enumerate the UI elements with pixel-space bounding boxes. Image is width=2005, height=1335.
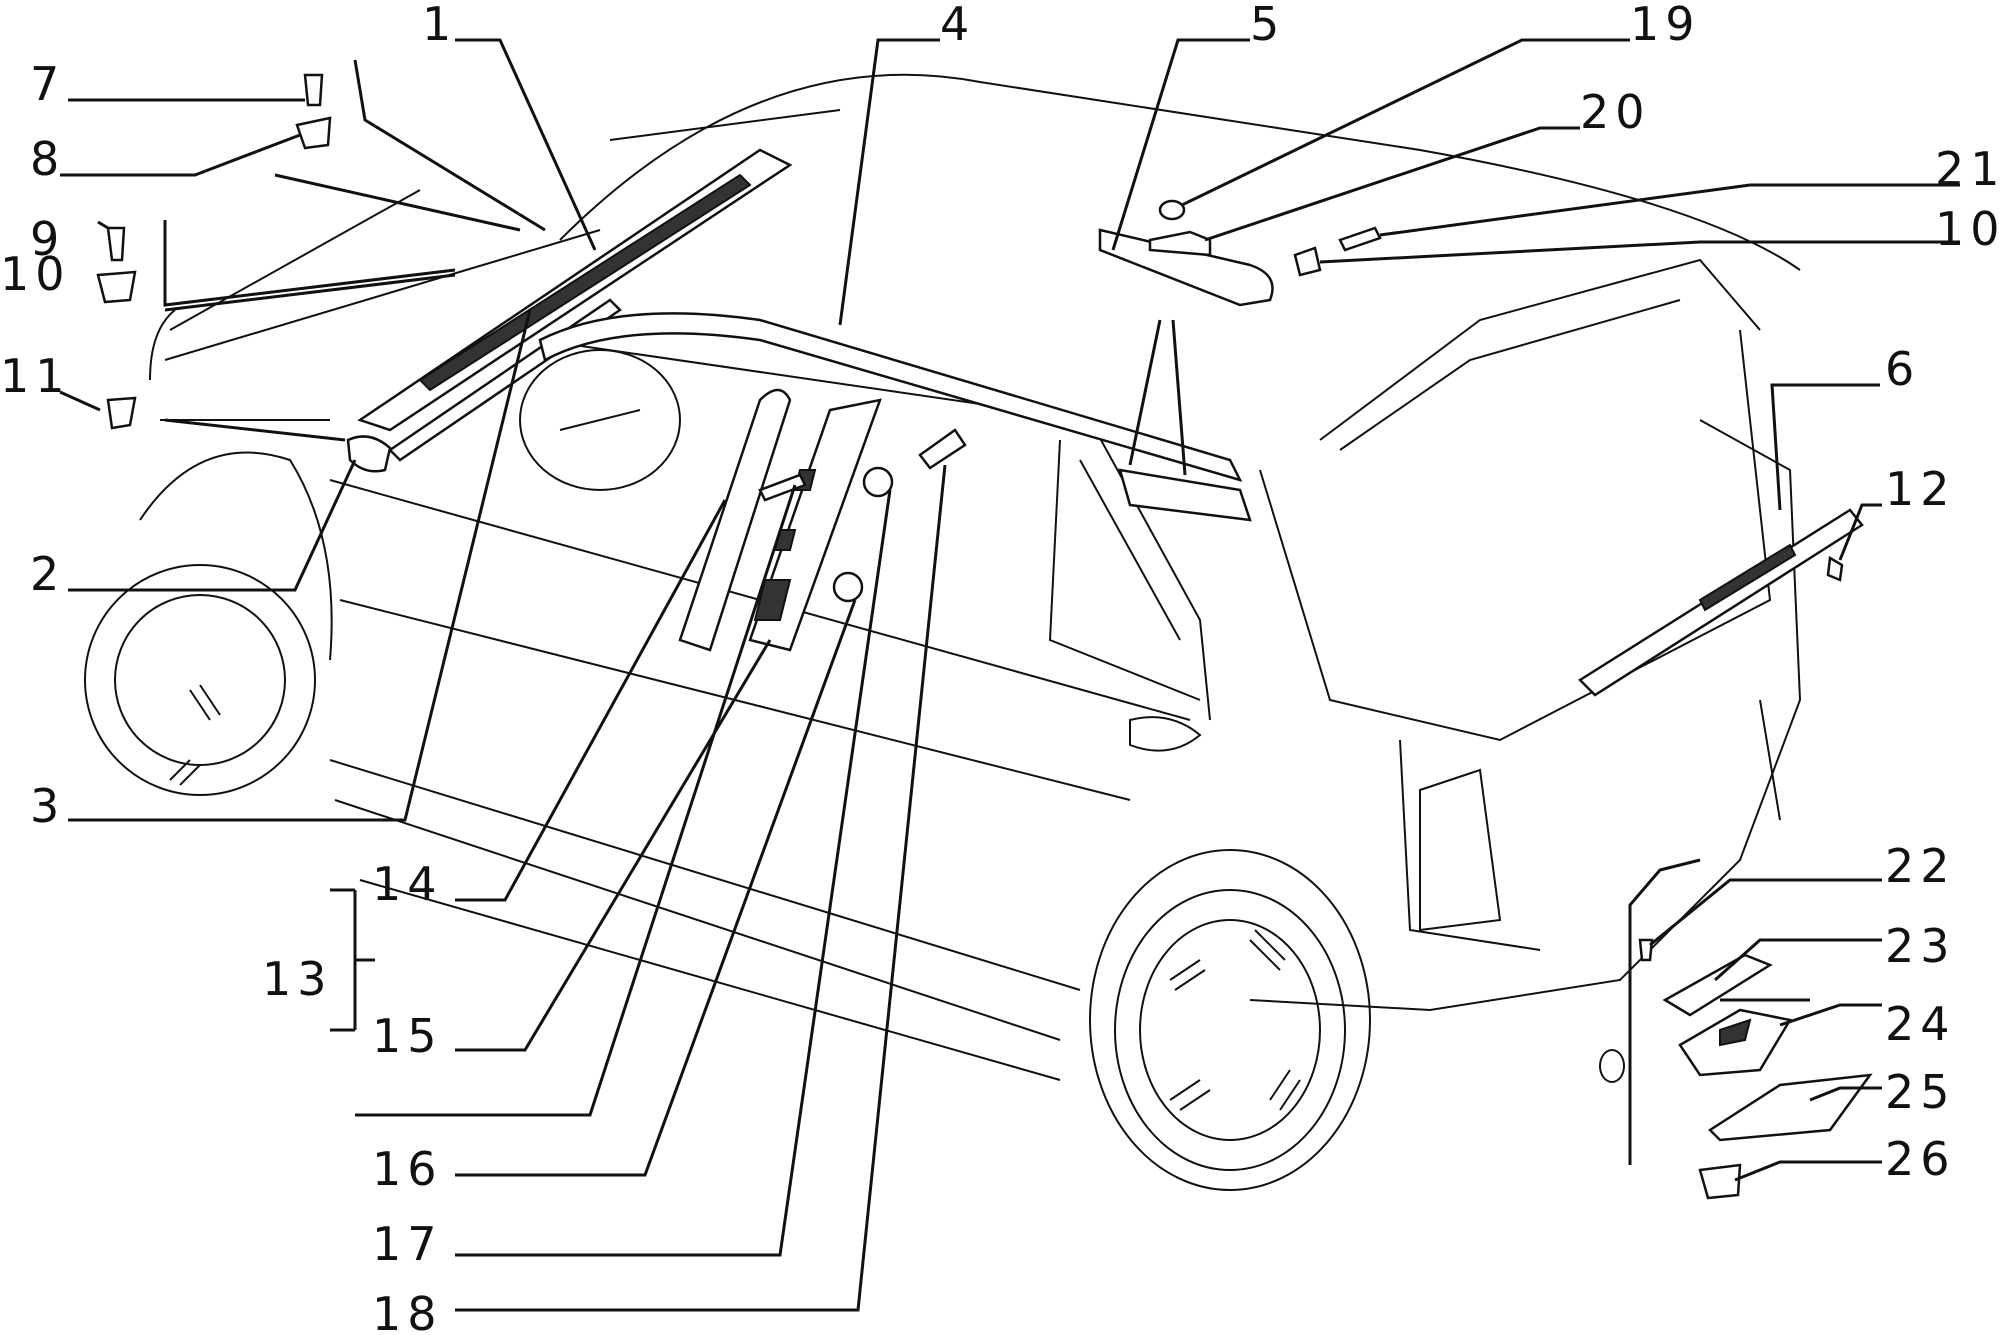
lamp-part-24 [1678,1008,1792,1077]
callout-13: 13 [262,952,333,1006]
callout-11: 11 [0,349,71,403]
callout-21: 21 [1935,142,2005,196]
callout-17: 17 [372,1217,443,1271]
callout-15: 15 [372,1009,443,1063]
clip-part-10-lower [96,270,137,304]
nut-part-19 [1158,199,1186,221]
callout-22: 22 [1885,839,1956,893]
screw-part-21 [1338,226,1382,252]
screw-part-16 [758,473,807,502]
clip-part-11 [106,396,137,430]
car-body-outline [84,73,1802,1191]
callout-3: 3 [30,779,65,833]
frame-part-23 [1662,953,1773,1017]
wheel-trim-hatching [169,684,1301,1111]
screw-part-12 [1826,555,1844,582]
roof-moulding-part-4 [538,312,1243,483]
callout-6: 6 [1885,342,1920,396]
callout-8: 8 [30,132,65,186]
rear-moulding-part-6 [1578,508,1864,697]
callout-26: 26 [1885,1132,1956,1186]
pillar-trim-part-14 [678,388,792,652]
nut-part-17 [832,466,894,603]
lamp-cover-part [1118,468,1252,522]
screw-part-18 [918,428,967,470]
callout-18: 18 [372,1287,443,1335]
cover-part-25 [1708,1073,1873,1142]
bracket-part-20 [1148,230,1212,257]
callout-1: 1 [422,0,457,51]
callout-5: 5 [1250,0,1285,51]
callout-12: 12 [1885,462,1956,516]
fixing-clip-part-2 [346,435,392,473]
callout-24: 24 [1885,997,1956,1051]
leader-lines [59,38,1960,1312]
nut-part-8 [295,116,332,150]
pillar-trim-part-15 [748,398,882,652]
screw-part-7 [303,73,324,107]
callout-19: 19 [1630,0,1701,51]
callout-10-right: 10 [1935,202,2005,256]
callout-10-left: 10 [0,247,71,301]
front-moulding-part-1 [357,148,793,462]
callout-4: 4 [940,0,975,51]
clip-part-26 [1698,1163,1742,1200]
callout-23: 23 [1885,919,1956,973]
callout-9: 9 [30,212,65,266]
callout-14: 14 [372,857,443,911]
callout-25: 25 [1885,1065,1956,1119]
clip-part-10-upper [1293,246,1322,277]
callout-20: 20 [1580,85,1651,139]
callout-16: 16 [372,1142,443,1196]
screw-part-22 [1638,938,1654,962]
callout-2: 2 [30,547,65,601]
screw-part-9 [106,226,126,262]
interior-light-part-5 [1098,228,1274,307]
callout-7: 7 [30,57,65,111]
